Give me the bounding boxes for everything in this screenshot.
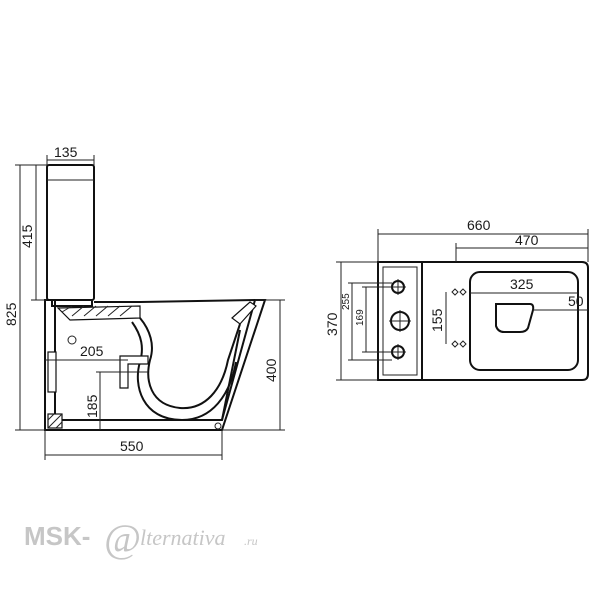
trap-way [139, 317, 241, 410]
top-view: 660 470 370 255 169 155 325 50 [324, 217, 589, 381]
dim-seat-offset: 50 [568, 293, 584, 309]
dim-total-depth: 550 [120, 438, 144, 454]
watermark-script: lternativa [140, 525, 226, 550]
cistern-tank [46, 164, 95, 301]
dim-seat-width: 325 [510, 276, 534, 292]
dim-tank-hole-spacing: 169 [355, 309, 366, 326]
watermark-brand: MSK- [24, 521, 90, 551]
dim-tank-width: 135 [54, 144, 78, 160]
dim-tank-height: 415 [19, 224, 35, 248]
dim-total-width: 370 [324, 312, 340, 336]
bowl-opening [495, 303, 535, 333]
dim-total-height: 825 [3, 302, 19, 326]
seat-outline [469, 271, 579, 371]
dim-fixing-hole-spacing: 155 [429, 308, 445, 332]
watermark: MSK- @ lternativa .ru [24, 516, 258, 561]
side-view: 135 415 825 205 185 400 550 [3, 144, 285, 460]
outlet-pipe [119, 355, 149, 389]
dim-bowl-length: 470 [515, 232, 539, 248]
bowl-footprint [422, 261, 589, 381]
watermark-at: @ [104, 516, 141, 561]
dim-outlet-distance: 205 [80, 343, 104, 359]
dim-outlet-height: 185 [84, 394, 100, 418]
tank-footprint [377, 261, 423, 381]
dim-tank-hole-span: 255 [341, 293, 352, 310]
dim-seat-height: 400 [263, 358, 279, 382]
watermark-suffix: .ru [244, 534, 258, 548]
dim-total-length: 660 [467, 217, 491, 233]
